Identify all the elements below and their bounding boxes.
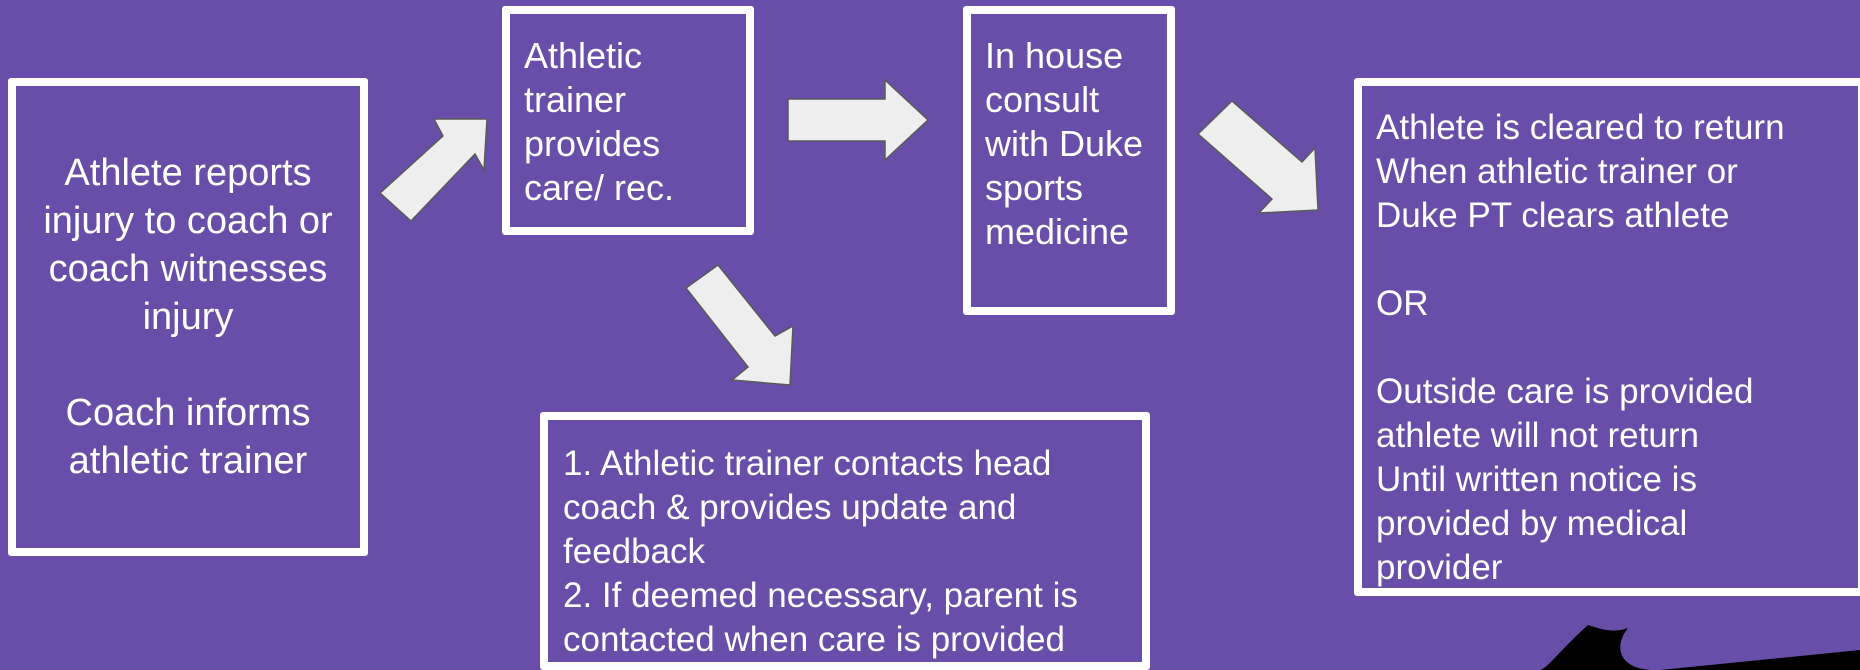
step-return-clearance-text: Athlete is cleared to return When athlet… [1376,108,1785,587]
step-report-injury-box: Athlete reports injury to coach or coach… [8,78,368,556]
arrow-consult-to-cleared [1196,99,1319,214]
arrow-trainer-to-consult [787,78,930,162]
step-trainer-contacts-text: 1. Athletic trainer contacts head coach … [563,444,1078,659]
arrow-trainer-to-contacts [684,263,794,386]
step-trainer-contacts-box: 1. Athletic trainer contacts head coach … [540,412,1150,670]
arrow-report-to-trainer [378,118,488,223]
step-trainer-care-box: Athletic trainer provides care/ rec. [502,6,754,235]
step-trainer-care-text: Athletic trainer provides care/ rec. [524,35,675,208]
step-return-clearance-box: Athlete is cleared to return When athlet… [1354,78,1860,596]
step-report-injury-text: Athlete reports injury to coach or coach… [43,152,333,482]
step-duke-consult-box: In house consult with Duke sports medici… [963,6,1175,315]
swoosh-graphic [1540,625,1860,670]
step-duke-consult-text: In house consult with Duke sports medici… [985,35,1144,252]
